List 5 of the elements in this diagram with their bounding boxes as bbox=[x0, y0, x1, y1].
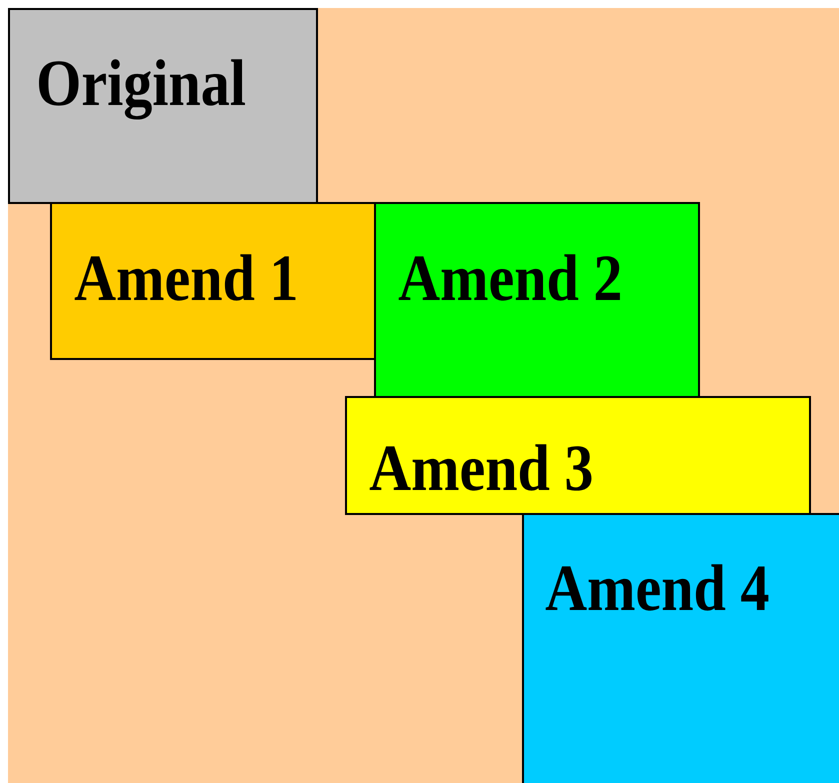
amendment-box: Amend 2 bbox=[374, 202, 700, 398]
amendment-box: Amend 1 bbox=[50, 202, 376, 360]
amendment-box: Amend 4 bbox=[522, 512, 839, 783]
amendment-box: Amend 3 bbox=[345, 396, 811, 515]
amendment-box: Original bbox=[8, 8, 318, 204]
